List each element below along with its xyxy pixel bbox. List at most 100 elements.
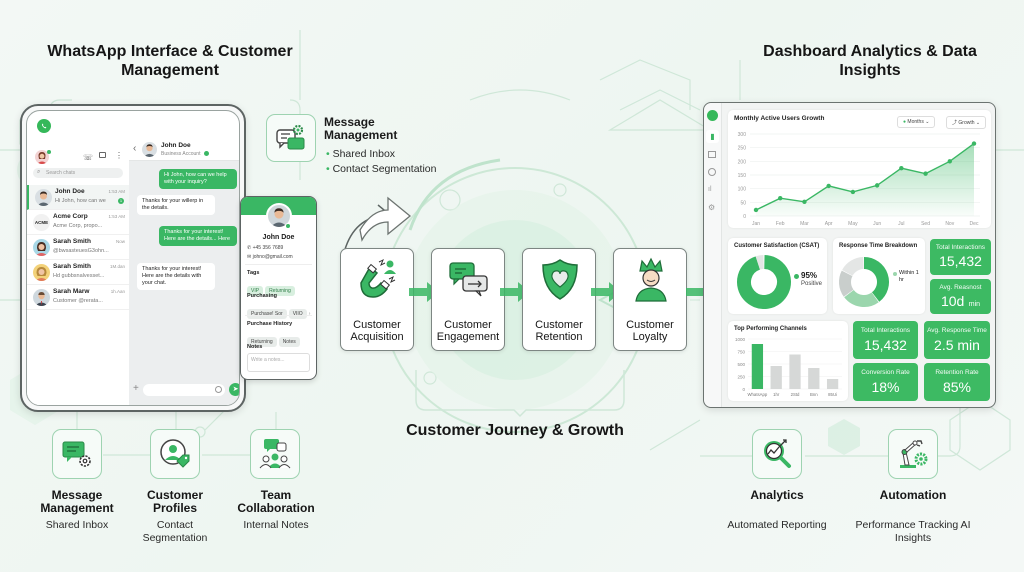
- notes-textarea[interactable]: Write a notes...: [247, 353, 310, 372]
- filter-label: Growth: [958, 120, 975, 126]
- purchase-chip[interactable]: Purchase! Sor: [247, 309, 287, 319]
- clock-icon[interactable]: [708, 168, 716, 176]
- panel-title: Top Performing Channels: [734, 326, 807, 332]
- shield-heart-icon: [542, 259, 578, 300]
- data-point: [874, 183, 880, 188]
- history-chip[interactable]: Notes: [278, 337, 300, 347]
- y-tick-label: 1000: [735, 337, 746, 342]
- message-input[interactable]: [143, 384, 225, 396]
- feature-title: Customer Profiles: [146, 488, 203, 515]
- journey-step-label: Customer Retention: [535, 319, 583, 343]
- chat-item[interactable]: Sarah Smith Hd gubbsnalvesset... 1M.dan: [27, 260, 129, 285]
- profile-phone: +45 356 7689: [252, 245, 284, 251]
- stat-value: 10d: [940, 293, 965, 309]
- magnet-icon: [360, 258, 396, 298]
- data-point: [899, 165, 904, 171]
- feature-subtitle: Shared Inbox: [45, 519, 109, 531]
- profile-email[interactable]: johno@gmail.com: [252, 254, 293, 260]
- bar: [808, 368, 820, 389]
- message-bubble: Thanks for your interest! Here are the d…: [137, 263, 215, 290]
- avatar: [35, 189, 52, 206]
- panel-title: Customer Satisfaction (CSAT): [734, 243, 820, 249]
- x-tick-label: 1hr: [773, 392, 780, 397]
- y-tick-label: 0: [742, 387, 745, 392]
- journey-step-retention[interactable]: Customer Retention: [522, 248, 596, 351]
- avatar: [33, 239, 50, 256]
- feature-title: Team Collaboration: [237, 488, 315, 515]
- stat-label: Total Interactions: [860, 327, 911, 334]
- robot-arm-icon: [900, 440, 928, 468]
- history-chip[interactable]: Returning: [247, 337, 277, 347]
- emoji-icon[interactable]: [215, 386, 222, 393]
- attach-plus-icon[interactable]: +: [133, 383, 139, 394]
- my-avatar[interactable]: [35, 150, 49, 164]
- message-bubble: Thanks for your interest! Here are the d…: [159, 226, 237, 246]
- x-tick-label: Sed: [921, 221, 930, 227]
- x-tick-label: Jun: [873, 221, 881, 227]
- menu-icon[interactable]: ⋮: [115, 151, 123, 160]
- journey-step-loyalty[interactable]: Customer Loyalty: [613, 248, 687, 351]
- tag-chip[interactable]: VIP: [247, 286, 264, 296]
- stats-icon[interactable]: ıl: [708, 186, 712, 193]
- response-donut: [839, 257, 889, 307]
- chat-item[interactable]: ACME Acme Corp Acme Corp, propo... 1:53 …: [27, 210, 129, 235]
- stat-card: Conversion Rate 18%: [853, 363, 918, 401]
- send-button[interactable]: ➤: [229, 383, 239, 396]
- chat-item[interactable]: Sarah Smith @bwsasteuesG3ohn... Now: [27, 235, 129, 260]
- phone-icon: ✆: [247, 245, 253, 251]
- chevron-right-icon[interactable]: ›: [308, 311, 311, 317]
- journey-step-label: Customer Engagement: [436, 319, 500, 343]
- area-fill: [756, 143, 974, 216]
- chat-bubbles-icon: [449, 262, 488, 297]
- call-icon[interactable]: ☏: [83, 153, 94, 162]
- x-tick-label: Dec: [970, 221, 979, 227]
- x-tick-label: Bnn: [810, 392, 818, 397]
- x-tick-label: Feb: [776, 221, 785, 227]
- message-bubble: Thanks for your willerp in the details.: [137, 195, 215, 215]
- search-chats-input[interactable]: ⌕ Search chats: [33, 168, 123, 178]
- bar: [751, 344, 764, 389]
- verified-icon: [204, 151, 209, 156]
- legend-dot: [794, 274, 799, 279]
- stat-card: Total Interactions 15,432: [930, 239, 991, 275]
- chat-item[interactable]: John Doe Hi John, how can we 1:53 AM 1: [27, 185, 129, 210]
- purchase-chip[interactable]: VIIO: [288, 309, 307, 319]
- analytics-dashboard: ▮ ıl ⚙ Monthly Active Users Growth ● Mon…: [703, 102, 996, 408]
- back-icon[interactable]: ‹: [133, 143, 137, 154]
- chat-time: 1:53 AM: [108, 189, 125, 194]
- chat-item[interactable]: Sarah Marw Customer @rerata... 1h.Aan: [27, 285, 129, 310]
- new-chat-icon[interactable]: [99, 152, 106, 158]
- donut-segment: [863, 257, 889, 302]
- tag-chip[interactable]: Returning: [265, 286, 295, 296]
- csat-donut: [737, 255, 791, 309]
- stat-value: 15,432: [939, 253, 982, 269]
- data-point: [923, 171, 928, 176]
- bar-chart-icon[interactable]: ▮: [706, 130, 719, 143]
- feature-subtitle: Performance Tracking AI Insights: [855, 519, 971, 544]
- journey-step-acquisition[interactable]: Customer Acquisition: [340, 248, 414, 351]
- panel-title: Response Time Breakdown: [839, 243, 918, 249]
- growth-filter[interactable]: ⤴ Growth ⌄: [946, 116, 987, 129]
- search-placeholder: Search chats: [46, 170, 76, 176]
- conversation-panel: ‹ John Doe Business Account Hi John, how…: [129, 139, 239, 405]
- magnifier-chart-icon: [764, 439, 791, 468]
- bar: [826, 379, 839, 389]
- donut-segment-positive: [737, 255, 791, 309]
- donut-segment-other: [755, 255, 764, 270]
- data-point: [971, 141, 977, 146]
- gear-icon[interactable]: ⚙: [708, 203, 716, 212]
- feature-subtitle: Contact Segmentation: [142, 519, 208, 544]
- list-icon[interactable]: [708, 151, 716, 158]
- profile-tag-icon: [160, 439, 190, 468]
- data-point: [753, 207, 759, 213]
- stat-label: Avg. Response Time: [927, 327, 987, 334]
- stat-label: Retention Rate: [935, 369, 979, 376]
- feature-icon-box: [888, 429, 938, 479]
- chat-preview: Hi John, how can we: [55, 198, 106, 204]
- journey-step-engagement[interactable]: Customer Engagement: [431, 248, 505, 351]
- customer-profile-card: John Doe ✆ +45 356 7689 ✉ johno@gmail.co…: [240, 196, 317, 380]
- chat-gear-icon: [276, 124, 305, 150]
- months-filter[interactable]: ● Months ⌄: [897, 116, 936, 128]
- y-tick-label: 250: [738, 146, 747, 152]
